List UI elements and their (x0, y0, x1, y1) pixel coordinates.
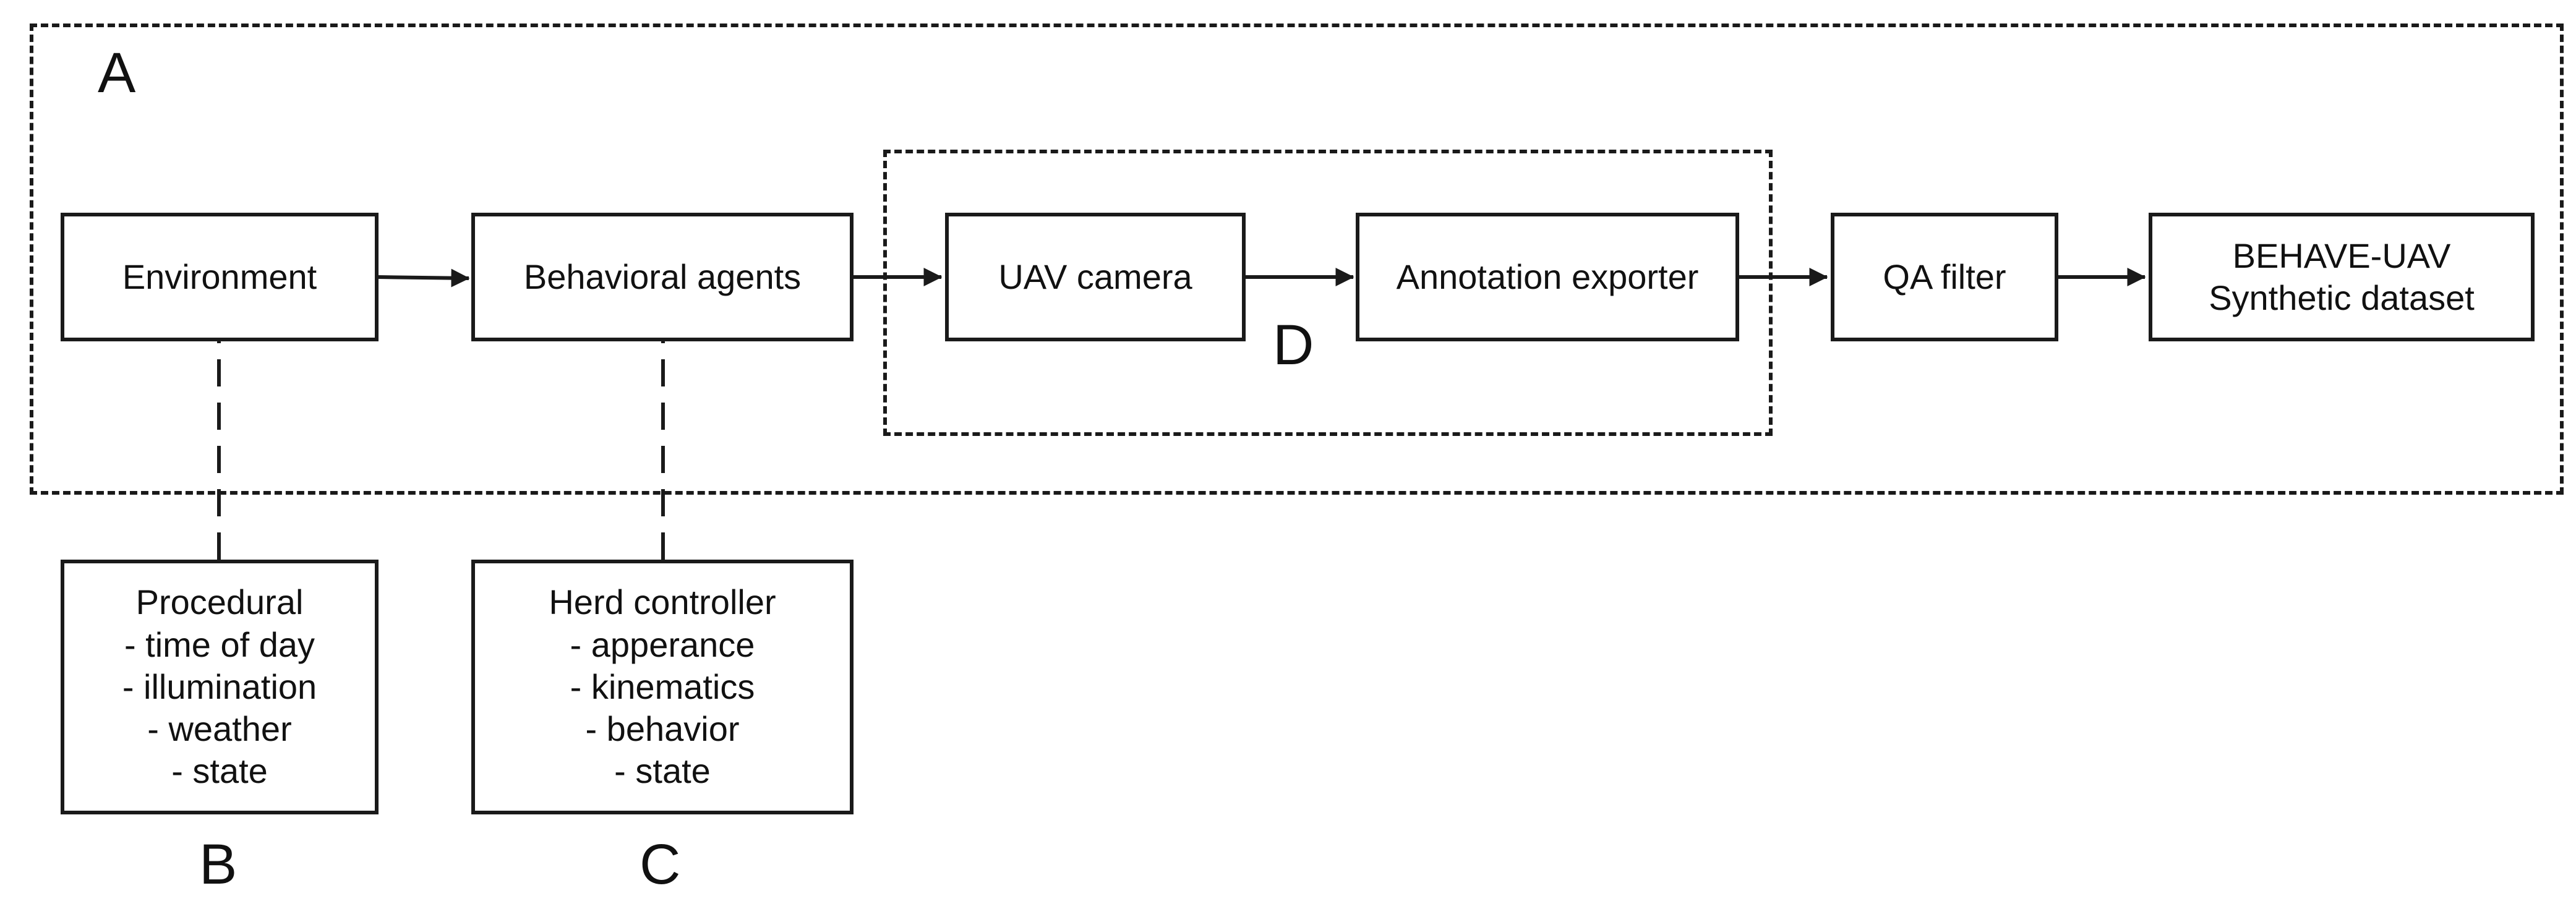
dataset-subtitle: Synthetic dataset (2209, 278, 2475, 317)
region-d-label: D (1273, 314, 1314, 377)
herd-controller-item: - kinematics (570, 667, 755, 706)
dataset-title: BEHAVE-UAV (2232, 236, 2451, 275)
behavioral-agents-box: Behavioral agents (471, 213, 854, 341)
region-c-label: C (640, 833, 681, 896)
herd-controller-item: - behavior (585, 709, 740, 749)
procedural-title: Procedural (135, 583, 304, 622)
annotation-exporter-box: Annotation exporter (1356, 213, 1739, 341)
arrow-environment-to-agents (378, 268, 470, 288)
region-a-boundary (30, 23, 2564, 495)
herd-controller-title: Herd controller (549, 583, 776, 622)
procedural-item: - illumination (122, 667, 317, 706)
procedural-item: - weather (147, 709, 292, 749)
herd-controller-item: - state (614, 751, 711, 791)
herd-controller-box: Herd controller - apperance - kinematics… (471, 560, 854, 814)
herd-controller-item: - apperance (570, 625, 755, 664)
region-a-label: A (98, 41, 136, 105)
dataset-box: BEHAVE-UAV Synthetic dataset (2149, 213, 2535, 341)
environment-box: Environment (61, 213, 379, 341)
qa-filter-box: QA filter (1831, 213, 2058, 341)
procedural-box: Procedural - time of day - illumination … (61, 560, 379, 814)
region-b-label: B (199, 833, 237, 896)
procedural-item: - time of day (124, 625, 315, 664)
uav-camera-box: UAV camera (945, 213, 1246, 341)
procedural-item: - state (171, 751, 268, 791)
region-d-boundary (883, 150, 1773, 436)
